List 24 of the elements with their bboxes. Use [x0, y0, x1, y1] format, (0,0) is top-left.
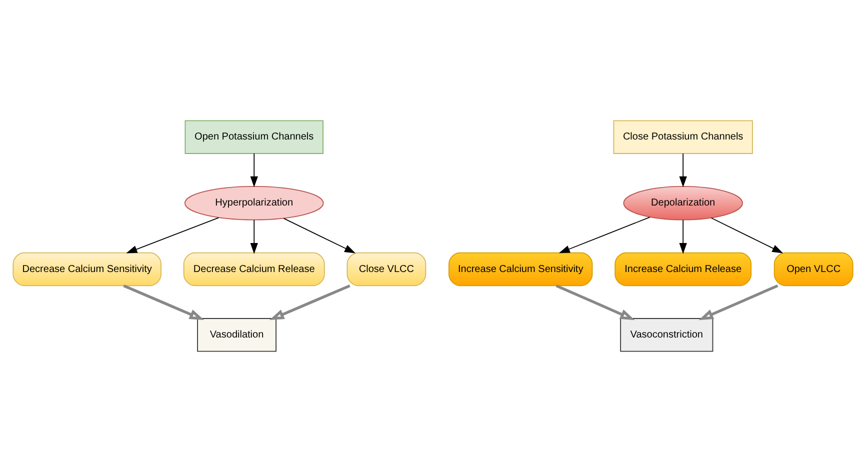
- node-box: Open VLCC: [774, 252, 854, 286]
- node-box: Increase Calcium Sensitivity: [448, 252, 593, 286]
- arrow: [250, 218, 258, 254]
- arrow: [698, 284, 778, 320]
- node-ellipse: Hyperpolarization: [184, 186, 324, 220]
- node-box: Decrease Calcium Sensitivity: [12, 252, 162, 286]
- arrow: [679, 152, 687, 187]
- node-box: Decrease Calcium Release: [183, 252, 325, 286]
- arrow: [556, 284, 635, 320]
- node-ellipse: Depolarization: [623, 186, 743, 220]
- arrow: [269, 284, 350, 320]
- arrow: [679, 218, 687, 254]
- arrow: [126, 216, 220, 253]
- node-box: Increase Calcium Release: [614, 252, 752, 286]
- node-box: Vasodilation: [197, 318, 276, 352]
- arrow: [283, 218, 356, 253]
- node-box: Close VLCC: [346, 252, 426, 286]
- node-box: Close Potassium Channels: [613, 120, 753, 154]
- arrow: [558, 216, 650, 253]
- arrow: [710, 217, 784, 253]
- arrow: [250, 152, 258, 187]
- node-box: Open Potassium Channels: [184, 120, 324, 154]
- node-box: Vasoconstriction: [620, 318, 714, 352]
- arrow: [123, 284, 204, 320]
